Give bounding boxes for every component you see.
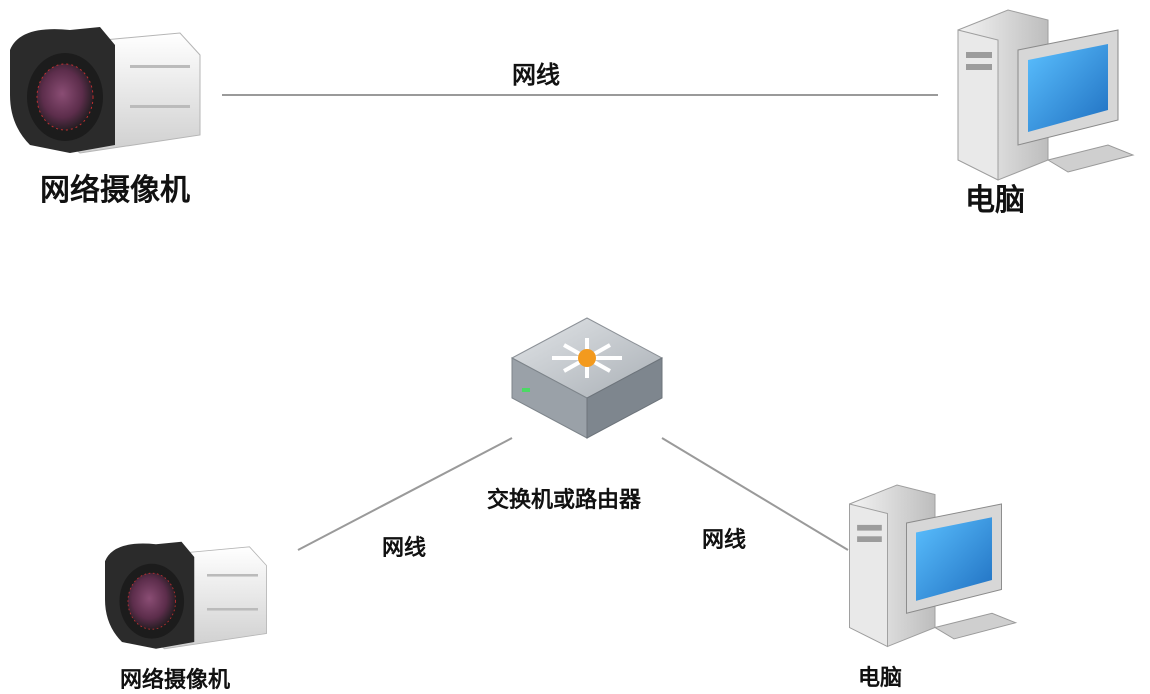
computer-icon <box>849 484 1017 647</box>
cable-line-left <box>297 437 513 551</box>
cable-label-top: 网线 <box>512 61 560 89</box>
cable-line-right <box>661 437 849 551</box>
cable-label-right: 网线 <box>702 528 747 553</box>
cable-label-left: 网线 <box>382 536 427 561</box>
computer-icon <box>957 9 1134 181</box>
computer-label-top: 电脑 <box>965 183 1025 218</box>
computer-label-bottom: 电脑 <box>858 666 903 691</box>
camera-label-top: 网络摄像机 <box>40 173 190 208</box>
camera-icon <box>9 26 201 154</box>
camera-label-bottom: 网络摄像机 <box>120 668 231 693</box>
camera-icon <box>104 541 267 650</box>
switch-label: 交换机或路由器 <box>487 488 642 513</box>
switch-router-icon <box>510 316 664 440</box>
